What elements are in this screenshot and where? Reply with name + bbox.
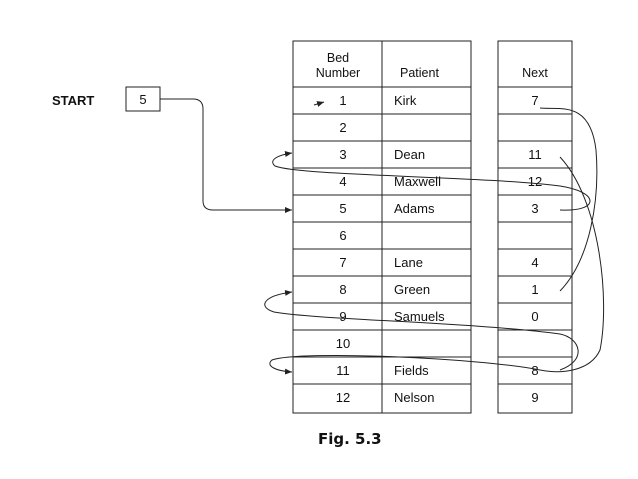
- patient-cell: Kirk: [394, 93, 417, 108]
- next-cell: 12: [528, 174, 542, 189]
- next-cell: 8: [531, 363, 538, 378]
- arrow-11-to-8: [264, 289, 579, 371]
- arrow-8-to-1-head: [313, 101, 325, 107]
- bed-number-cell: 4: [339, 174, 346, 189]
- arrow-5-to-3: [272, 151, 591, 211]
- bed-number-cell: 8: [339, 282, 346, 297]
- bed-number-cell: 11: [336, 363, 350, 378]
- bed-number-cell: 6: [339, 228, 346, 243]
- figure-caption: Fig. 5.3: [318, 430, 382, 448]
- next-cell: 0: [531, 309, 538, 324]
- pointer-arrows: [160, 98, 605, 375]
- next-cell: 11: [528, 147, 542, 162]
- patient-cell: Nelson: [394, 390, 434, 405]
- next-cell: 9: [531, 390, 538, 405]
- header-bed-line2: Number: [316, 66, 360, 80]
- bed-patient-table: [292, 40, 472, 414]
- patient-cell: Dean: [394, 147, 425, 162]
- header-bed-line1: Bed: [327, 51, 349, 65]
- next-pointer-table: [497, 40, 573, 414]
- patient-cell: Green: [394, 282, 430, 297]
- bed-number-cell: 12: [336, 390, 350, 405]
- patient-cell: Adams: [394, 201, 435, 216]
- next-cell: 4: [531, 255, 538, 270]
- patient-cell: Fields: [394, 363, 429, 378]
- header-next: Next: [522, 66, 548, 80]
- next-cell: 3: [531, 201, 538, 216]
- bed-number-cell: 7: [339, 255, 346, 270]
- start-pointer-value: 5: [139, 92, 146, 107]
- patient-cell: Samuels: [394, 309, 445, 324]
- next-cell: 7: [531, 93, 538, 108]
- header-patient: Patient: [400, 66, 439, 80]
- bed-number-cell: 10: [336, 336, 350, 351]
- start-label: START: [52, 93, 94, 108]
- bed-number-cell: 5: [339, 201, 346, 216]
- bed-number-cell: 9: [339, 309, 346, 324]
- patient-cell: Lane: [394, 255, 423, 270]
- arrow-8-to-1: [539, 107, 598, 292]
- next-cell: 1: [531, 282, 538, 297]
- bed-number-cell: 1: [339, 93, 346, 108]
- bed-number-cell: 3: [339, 147, 346, 162]
- arrow-3-to-11: [269, 156, 605, 375]
- arrow-start-to-5: [160, 98, 292, 213]
- bed-number-cell: 2: [339, 120, 346, 135]
